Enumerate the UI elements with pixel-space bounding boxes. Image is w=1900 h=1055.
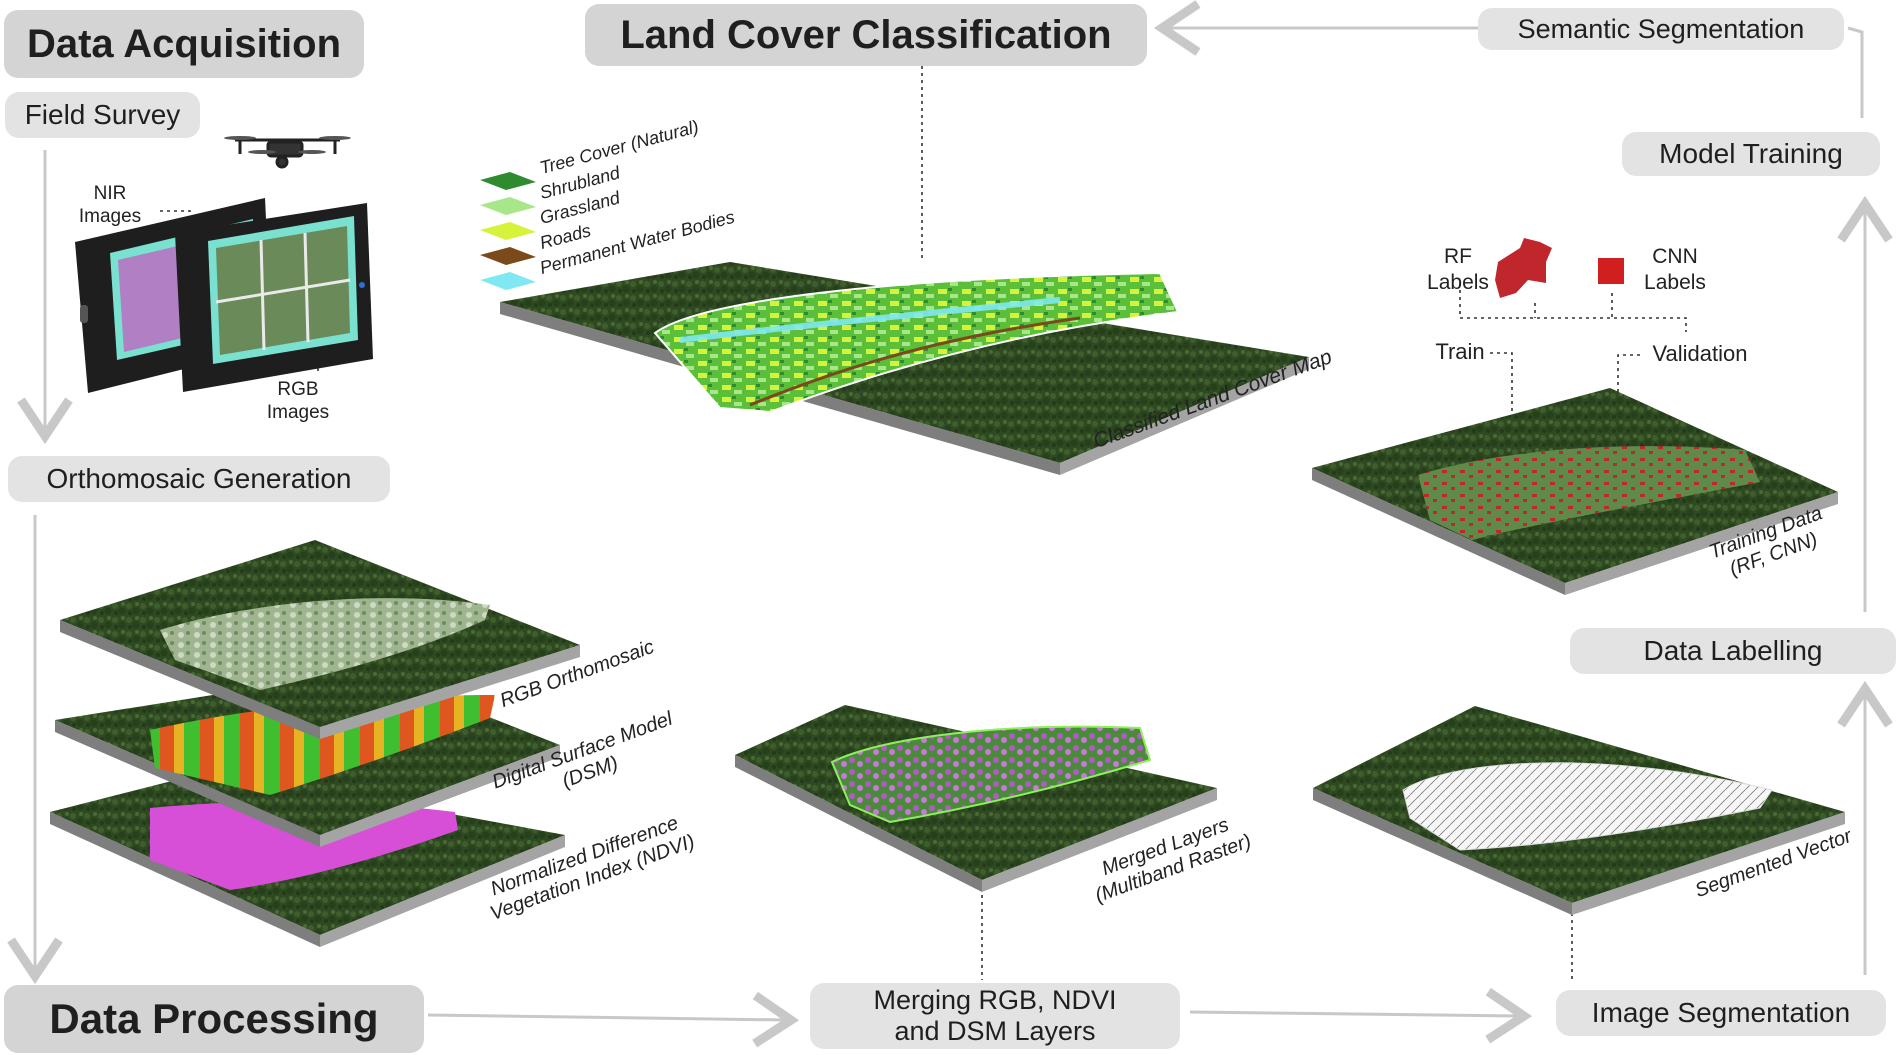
stage-semantic-segmentation: Semantic Segmentation (1478, 8, 1844, 50)
rgb-line-2: Images (248, 401, 348, 424)
rf-line-2: Labels (1408, 270, 1508, 296)
drone-icon (224, 136, 351, 167)
stage-image-segmentation: Image Segmentation (1556, 990, 1886, 1036)
stage-orthomosaic-generation: Orthomosaic Generation (8, 456, 390, 502)
stage-data-acquisition: Data Acquisition (4, 10, 364, 78)
nir-line-1: NIR (60, 182, 160, 205)
arrow-merging-to-segmentation (1190, 1012, 1518, 1016)
cnn-line-1: CNN (1620, 244, 1730, 270)
rgb-images-label: RGB Images (248, 378, 348, 424)
classified-map-slab (500, 262, 1309, 475)
segmented-vector-slab (1313, 706, 1845, 915)
cnn-line-2: Labels (1620, 270, 1730, 296)
stage-model-training: Model Training (1622, 132, 1880, 176)
legend-swatches (480, 172, 536, 290)
stage-data-labelling: Data Labelling (1570, 628, 1896, 674)
rf-line-1: RF (1408, 244, 1508, 270)
arrow-processing-to-merging (428, 1015, 785, 1020)
cnn-labels-text: CNN Labels (1620, 244, 1730, 296)
rgb-line-1: RGB (248, 378, 348, 401)
stage-land-cover-classification: Land Cover Classification (585, 4, 1147, 66)
nir-images-label: NIR Images (60, 182, 160, 228)
merging-line-1: Merging RGB, NDVI (873, 985, 1116, 1016)
train-label: Train (1425, 340, 1495, 363)
nir-line-2: Images (60, 205, 160, 228)
merging-line-2: and DSM Layers (894, 1016, 1095, 1047)
stage-merging-layers: Merging RGB, NDVI and DSM Layers (810, 983, 1180, 1049)
stage-data-processing: Data Processing (4, 985, 424, 1053)
rgb-tablet (175, 203, 373, 392)
validation-label: Validation (1640, 342, 1760, 365)
rf-labels-text: RF Labels (1408, 244, 1508, 296)
arrow-training-to-semantic (1848, 28, 1862, 118)
stage-field-survey: Field Survey (5, 92, 200, 138)
